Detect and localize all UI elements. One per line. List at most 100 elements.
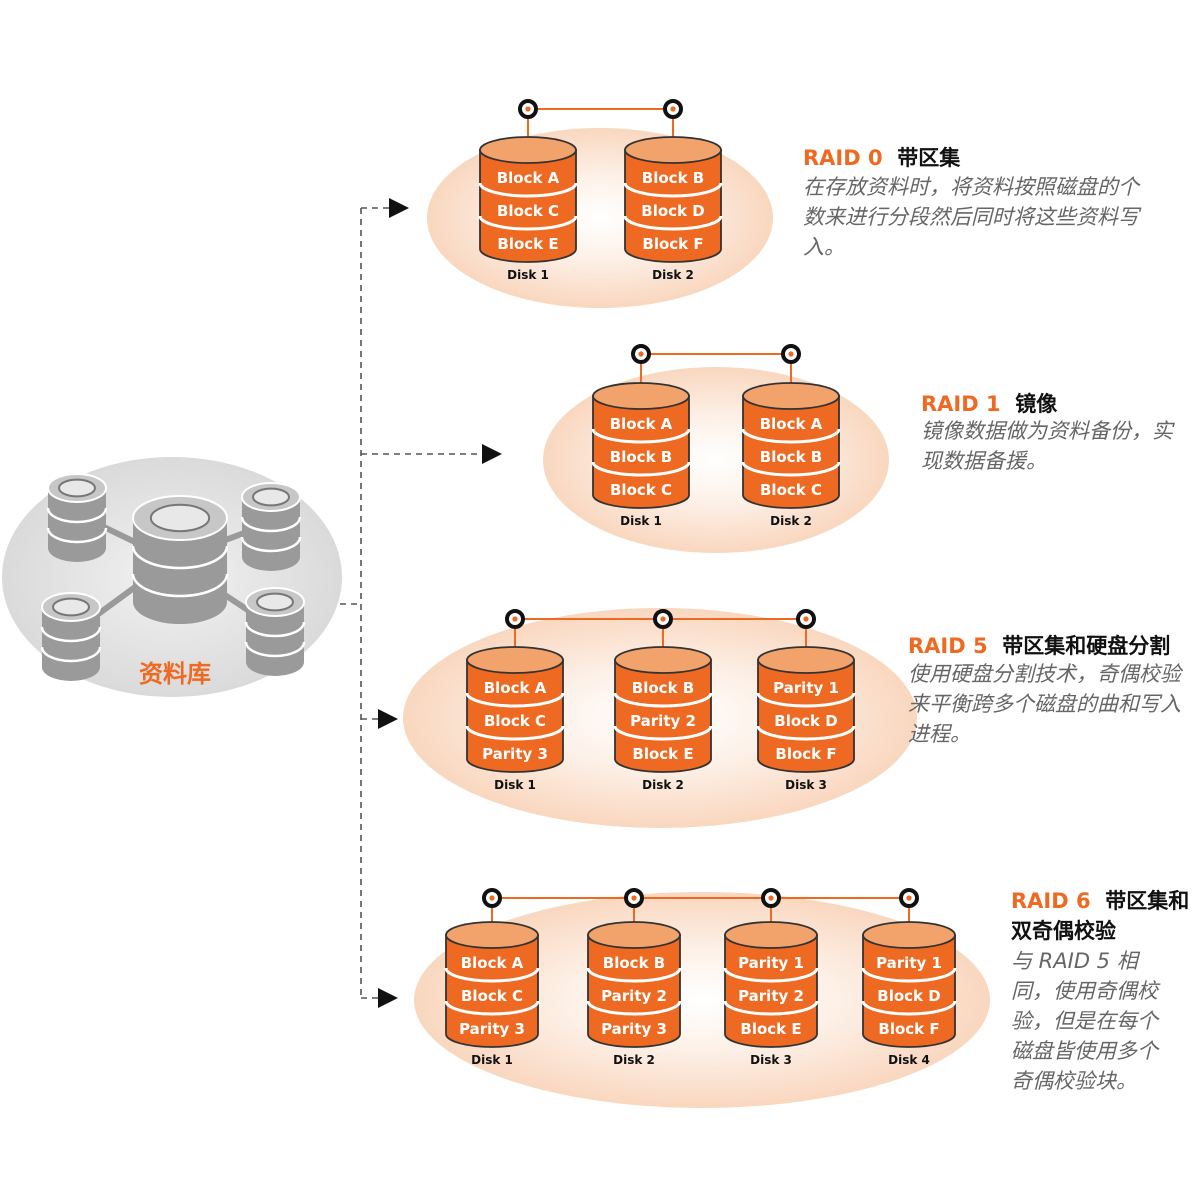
block-label: Parity 2	[630, 712, 696, 730]
disk-label: Disk 1	[620, 514, 662, 528]
disk-top	[587, 921, 681, 949]
controller-node-dot	[525, 106, 531, 112]
disk-separator	[741, 461, 841, 477]
block-label: Block A	[461, 954, 524, 972]
block-label: Block A	[497, 169, 560, 187]
block-label: Block A	[760, 415, 823, 433]
disk-top	[862, 921, 956, 949]
disk-separator	[623, 182, 723, 198]
disk-top	[724, 921, 818, 949]
block-label: Parity 3	[601, 1020, 667, 1038]
disk-separator	[591, 428, 691, 444]
disk-top	[466, 646, 564, 674]
disk-label: Disk 3	[785, 778, 827, 792]
disk-body	[466, 659, 564, 773]
raid1-title: RAID 1 镜像	[921, 388, 1057, 418]
disk-separator	[756, 725, 856, 741]
raid1-name: 镜像	[1015, 392, 1058, 416]
block-label: Block C	[760, 481, 822, 499]
block-label: Block C	[484, 712, 546, 730]
raid5-level: RAID 5	[908, 634, 988, 658]
disk-label: Disk 2	[613, 1053, 655, 1067]
raid1-disk-1: Block A Block B Block C	[591, 382, 691, 509]
block-label: Block A	[610, 415, 673, 433]
disk-top	[742, 382, 840, 410]
disk-body	[445, 934, 539, 1048]
disk-label: Disk 1	[471, 1053, 513, 1067]
disk-separator	[623, 215, 723, 231]
block-label: Parity 1	[738, 954, 804, 972]
disk-body	[614, 659, 712, 773]
controller-node-dot	[660, 616, 666, 622]
raid6-title: RAID 6 带区集和双奇偶校验	[1011, 886, 1196, 946]
database-small-cylinder	[240, 482, 302, 571]
raid6-level: RAID 6	[1011, 889, 1091, 913]
disk-top	[479, 136, 577, 164]
raid0-name: 带区集	[897, 146, 961, 170]
block-label: Block E	[632, 745, 693, 763]
controller-node-dot	[670, 106, 676, 112]
block-label: Block F	[878, 1020, 939, 1038]
block-label: Block C	[497, 202, 559, 220]
disk-separator	[756, 692, 856, 708]
block-label: Block F	[775, 745, 836, 763]
controller-node-dot	[631, 895, 637, 901]
disk-body	[624, 149, 722, 263]
block-label: Block F	[642, 235, 703, 253]
disk-separator	[861, 967, 957, 983]
raid0-description: 在存放资料时，将资料按照磁盘的个数来进行分段然后同时将这些资料写入。	[803, 175, 1139, 259]
block-label: Block C	[461, 987, 523, 1005]
raid1-level: RAID 1	[921, 392, 1001, 416]
raid0-title: RAID 0 带区集	[803, 142, 960, 172]
database-main-cylinder	[131, 495, 229, 624]
raid6-name: 带区集和双奇偶校验	[1011, 889, 1190, 943]
disk-separator	[613, 725, 713, 741]
controller-node-dot	[803, 616, 809, 622]
block-label: Block B	[632, 679, 694, 697]
disk-top	[624, 136, 722, 164]
disk-label: Disk 2	[652, 268, 694, 282]
raid6-description: 与 RAID 5 相同，使用奇偶校验，但是在每个磁盘皆使用多个奇偶校验块。	[1011, 949, 1158, 1093]
block-label: Block B	[603, 954, 665, 972]
disk-separator	[478, 182, 578, 198]
block-label: Block C	[610, 481, 672, 499]
disk-separator	[444, 1000, 540, 1016]
block-label: Block B	[610, 448, 672, 466]
controller-node-dot	[489, 895, 495, 901]
controller-node-dot	[768, 895, 774, 901]
disk-separator	[586, 1000, 682, 1016]
raid0-level: RAID 0	[803, 146, 883, 170]
block-label: Block D	[774, 712, 837, 730]
controller-node-dot	[512, 616, 518, 622]
disk-label: Disk 1	[507, 268, 549, 282]
raid5-description: 使用硬盘分割技术，奇偶校验来平衡跨多个磁盘的曲和写入进程。	[908, 662, 1181, 746]
disk-separator	[465, 692, 565, 708]
block-label: Block B	[760, 448, 822, 466]
disk-body	[592, 395, 690, 509]
database-small-cylinder	[244, 587, 306, 676]
block-label: Block A	[484, 679, 547, 697]
block-label: Block D	[641, 202, 704, 220]
disk-body	[862, 934, 956, 1048]
raid3-glow	[414, 892, 990, 1108]
controller-node-dot	[788, 351, 794, 357]
database-label: 资料库	[139, 660, 211, 688]
disk-separator	[723, 967, 819, 983]
raid2-disk-3: Parity 1 Block D Block F	[756, 646, 856, 773]
block-label: Parity 1	[773, 679, 839, 697]
disk-top	[614, 646, 712, 674]
controller-node-dot	[638, 351, 644, 357]
disk-separator	[591, 461, 691, 477]
disk-body	[479, 149, 577, 263]
block-label: Block E	[497, 235, 558, 253]
disk-separator	[861, 1000, 957, 1016]
disk-label: Disk 2	[642, 778, 684, 792]
block-label: Block B	[642, 169, 704, 187]
block-label: Block E	[740, 1020, 801, 1038]
